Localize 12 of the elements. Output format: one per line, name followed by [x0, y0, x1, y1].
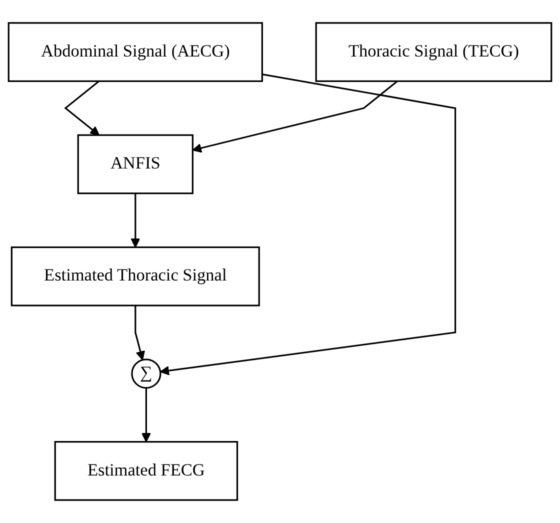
node-box: Thoracic Signal (TECG)	[315, 22, 552, 82]
node-circle: ∑	[131, 358, 162, 389]
arrow	[160, 73, 456, 376]
node-box: Estimated Thoracic Signal	[10, 246, 260, 306]
arrow	[64, 80, 100, 136]
arrow	[192, 80, 398, 153]
arrow	[141, 388, 151, 442]
node-box: Estimated FECG	[54, 441, 238, 501]
arrow	[130, 193, 140, 248]
node-box: ANFIS	[77, 134, 194, 194]
arrow	[134, 306, 145, 360]
node-box: Abdominal Signal (AECG)	[8, 22, 263, 82]
